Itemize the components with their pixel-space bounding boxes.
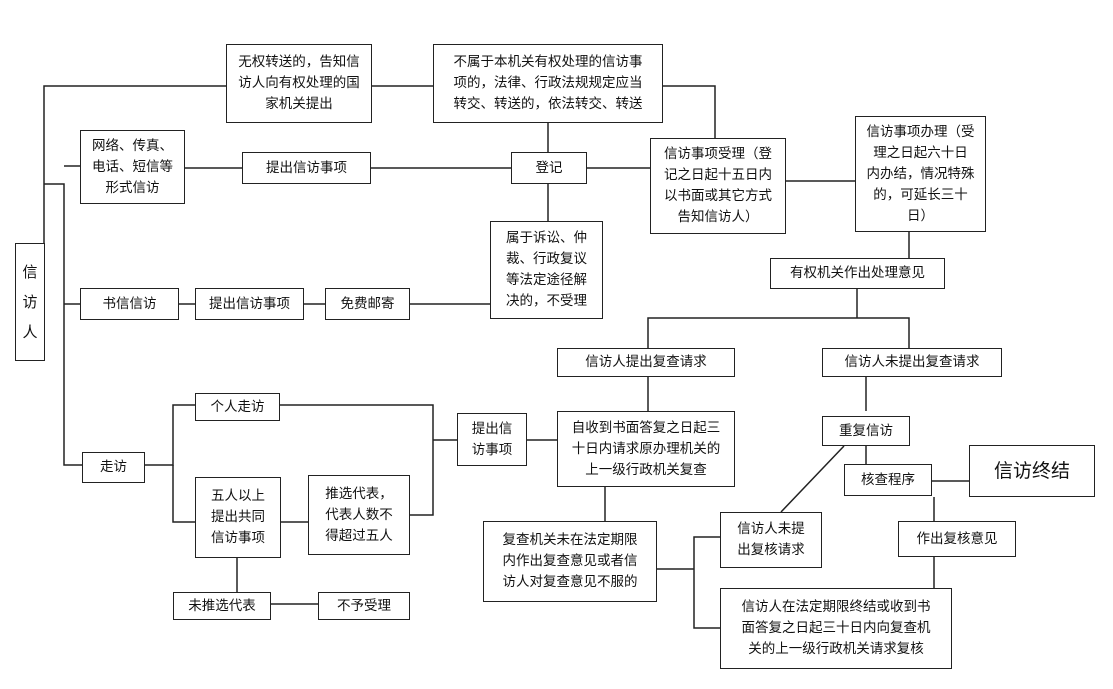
individual-visit-box: 个人走访 <box>195 393 280 421</box>
register-box: 登记 <box>511 152 587 184</box>
request-review-box: 信访人提出复查请求 <box>557 348 735 377</box>
elect-representatives-box: 推选代表， 代表人数不 得超过五人 <box>308 475 410 555</box>
submit-matter-box-1: 提出信访事项 <box>242 152 371 184</box>
petition-termination-box: 信访终结 <box>969 445 1095 497</box>
visit-box: 走访 <box>82 452 145 483</box>
review-authority-failure-box: 复查机关未在法定期限 内作出复查意见或者信 访人对复查意见不服的 <box>483 521 657 602</box>
free-mail-box: 免费邮寄 <box>325 288 410 320</box>
online-petition-box: 网络、传真、 电话、短信等 形式信访 <box>80 130 185 204</box>
check-procedure-box: 核查程序 <box>844 464 932 496</box>
no-reexamination-request-box: 信访人未提 出复核请求 <box>720 512 822 568</box>
letter-petition-box: 书信信访 <box>80 288 179 320</box>
handling-box: 信访事项办理（受 理之日起六十日 内办结，情况特殊 的，可延长三十 日） <box>855 116 986 232</box>
not-accepted-box: 不予受理 <box>318 592 410 620</box>
no-review-request-box: 信访人未提出复查请求 <box>822 348 1002 377</box>
not-accepted-legal-box: 属于诉讼、仲 裁、行政复议 等法定途径解 决的，不受理 <box>490 221 603 319</box>
reexamination-opinion-box: 作出复核意见 <box>898 521 1016 557</box>
reexamination-request-box: 信访人在法定期限终结或收到书 面答复之日起三十日内向复查机 关的上一级行政机关请… <box>720 588 952 669</box>
transfer-by-law-box: 不属于本机关有权处理的信访事 项的，法律、行政法规规定应当 转交、转送的，依法转… <box>433 44 663 123</box>
repeat-petition-box: 重复信访 <box>822 416 910 446</box>
submit-matter-box-2: 提出信访事项 <box>195 288 304 320</box>
review-request-box: 自收到书面答复之日起三 十日内请求原办理机关的 上一级行政机关复查 <box>557 411 735 487</box>
five-or-more-box: 五人以上 提出共同 信访事项 <box>195 477 281 558</box>
petitioner-box: 信 访 人 <box>15 243 45 361</box>
no-representative-box: 未推选代表 <box>173 592 271 620</box>
authority-opinion-box: 有权机关作出处理意见 <box>770 258 945 289</box>
acceptance-box: 信访事项受理（登 记之日起十五日内 以书面或其它方式 告知信访人） <box>650 138 786 234</box>
submit-matter-box-3: 提出信 访事项 <box>457 413 527 466</box>
no-authority-transfer-box: 无权转送的，告知信 访人向有权处理的国 家机关提出 <box>226 44 372 123</box>
